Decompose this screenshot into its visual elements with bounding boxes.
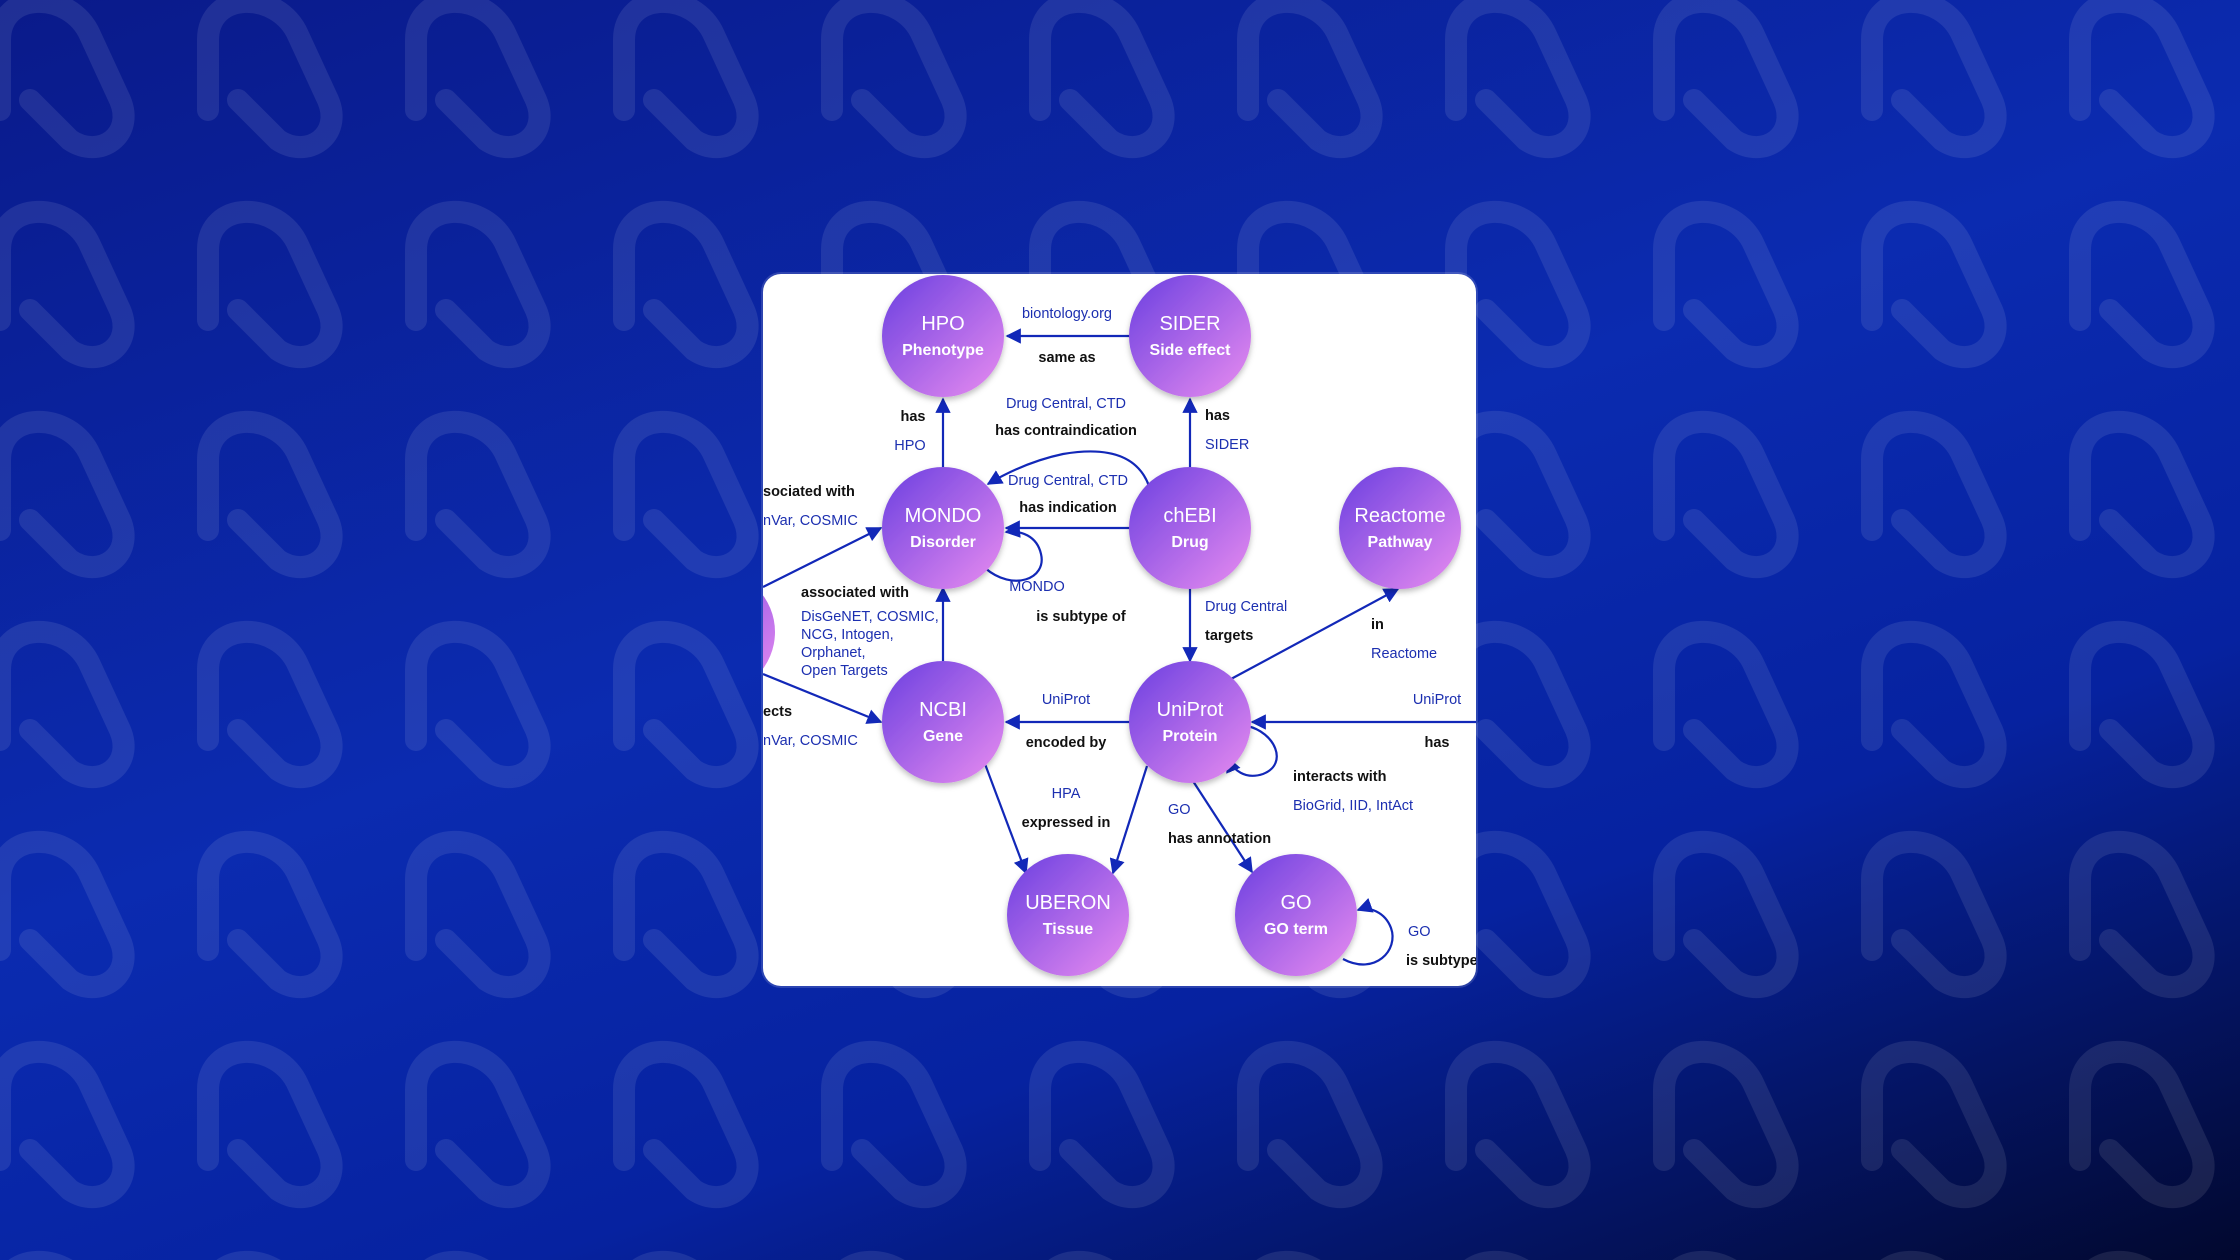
label-mondo-hpo-relation: has	[901, 409, 926, 425]
label-uniprot-go-source: GO	[1168, 802, 1191, 818]
edge-uniprot-reactome	[1230, 588, 1400, 680]
label-ncbi-mondo-relation: associated with	[801, 585, 909, 601]
node-partial-left	[763, 595, 775, 669]
node-mondo[interactable]: MONDO Disorder	[882, 467, 1004, 589]
label-indication-source: Drug Central, CTD	[1008, 473, 1128, 489]
node-mondo-subtitle: Disorder	[910, 534, 976, 551]
label-ncbi-uberon-source: HPA	[1052, 786, 1081, 802]
label-ncbi-mondo-source-line3: Orphanet,	[801, 645, 866, 661]
node-uniprot-title: UniProt	[1157, 699, 1224, 721]
label-uniprot-self-source: BioGrid, IID, IntAct	[1293, 798, 1413, 814]
label-mondo-hpo-source: HPO	[894, 438, 925, 454]
label-uniprot-ncbi-source: UniProt	[1042, 692, 1090, 708]
node-hpo[interactable]: HPO Phenotype	[882, 275, 1004, 397]
node-sider-title: SIDER	[1159, 313, 1220, 335]
node-go[interactable]: GO GO term	[1235, 854, 1357, 976]
node-chebi-subtitle: Drug	[1171, 534, 1208, 551]
node-reactome[interactable]: Reactome Pathway	[1339, 467, 1461, 589]
label-uniprot-ncbi-relation: encoded by	[1026, 735, 1107, 751]
node-go-title: GO	[1280, 892, 1311, 914]
label-chebi-sider-relation: has	[1205, 408, 1230, 424]
label-uniprot-reactome-relation: in	[1371, 617, 1384, 633]
label-chebi-sider-source: SIDER	[1205, 437, 1249, 453]
label-indication-relation: has indication	[1019, 500, 1117, 516]
label-contraindication-relation: has contraindication	[995, 423, 1137, 439]
label-go-self-relation: is subtype	[1406, 953, 1476, 969]
label-chebi-uniprot-relation: targets	[1205, 628, 1253, 644]
edge-chebi-mondo-contraindication	[986, 450, 1151, 487]
node-sider[interactable]: SIDER Side effect	[1129, 275, 1251, 397]
knowledge-graph-diagram: HPO Phenotype SIDER Side effect MONDO Di…	[763, 275, 1476, 976]
label-mondo-self-source: MONDO	[1009, 579, 1065, 595]
edge-mondo-self-loop	[984, 522, 1043, 582]
edge-left-ncbi	[763, 672, 883, 724]
label-mondo-self-relation: is subtype of	[1036, 609, 1126, 625]
label-uniprot-self-relation: interacts with	[1293, 769, 1386, 785]
knowledge-graph-card: HPO Phenotype SIDER Side effect MONDO Di…	[763, 274, 1476, 986]
node-reactome-subtitle: Pathway	[1368, 534, 1433, 551]
label-contraindication-source: Drug Central, CTD	[1006, 396, 1126, 412]
edge-uniprot-self-loop	[1226, 724, 1278, 777]
node-sider-subtitle: Side effect	[1150, 342, 1232, 359]
label-right-uniprot-relation: has	[1425, 735, 1450, 751]
label-right-uniprot-source: UniProt	[1413, 692, 1461, 708]
node-chebi[interactable]: chEBI Drug	[1129, 467, 1251, 589]
label-left-ncbi-relation: ects	[763, 704, 792, 720]
label-ncbi-mondo-source-line1: DisGeNET, COSMIC,	[801, 609, 939, 625]
label-ncbi-mondo-source-line2: NCG, Intogen,	[801, 627, 894, 643]
label-ncbi-uberon-relation: expressed in	[1022, 815, 1111, 831]
node-ncbi[interactable]: NCBI Gene	[882, 661, 1004, 783]
label-go-self-source: GO	[1408, 924, 1431, 940]
edge-ncbi-uberon	[983, 763, 1029, 875]
node-uberon-title: UBERON	[1025, 892, 1111, 914]
node-hpo-title: HPO	[921, 313, 964, 335]
edge-uniprot-go	[1190, 777, 1253, 874]
node-ncbi-title: NCBI	[919, 699, 967, 721]
node-chebi-title: chEBI	[1163, 505, 1216, 527]
label-uniprot-reactome-source: Reactome	[1371, 646, 1437, 662]
edge-left-mondo	[763, 527, 883, 588]
label-uniprot-go-relation: has annotation	[1168, 831, 1271, 847]
label-sider-hpo-relation: same as	[1038, 350, 1095, 366]
label-sider-hpo-source: biontology.org	[1022, 306, 1112, 322]
label-left-ncbi-source: nVar, COSMIC	[763, 733, 858, 749]
node-ncbi-subtitle: Gene	[923, 728, 963, 745]
edge-go-self-loop	[1342, 898, 1394, 966]
edge-uniprot-uberon	[1109, 765, 1149, 875]
label-ncbi-mondo-source-line4: Open Targets	[801, 663, 888, 679]
label-left-mondo-source: nVar, COSMIC	[763, 513, 858, 529]
label-chebi-uniprot-source: Drug Central	[1205, 599, 1287, 615]
node-uberon[interactable]: UBERON Tissue	[1007, 854, 1129, 976]
node-uniprot-subtitle: Protein	[1162, 728, 1217, 745]
node-go-subtitle: GO term	[1264, 921, 1328, 938]
label-left-mondo-relation: sociated with	[763, 484, 855, 500]
node-uberon-subtitle: Tissue	[1043, 921, 1094, 938]
node-uniprot[interactable]: UniProt Protein	[1129, 661, 1251, 783]
node-hpo-subtitle: Phenotype	[902, 342, 984, 359]
node-reactome-title: Reactome	[1354, 505, 1445, 527]
node-mondo-title: MONDO	[905, 505, 982, 527]
